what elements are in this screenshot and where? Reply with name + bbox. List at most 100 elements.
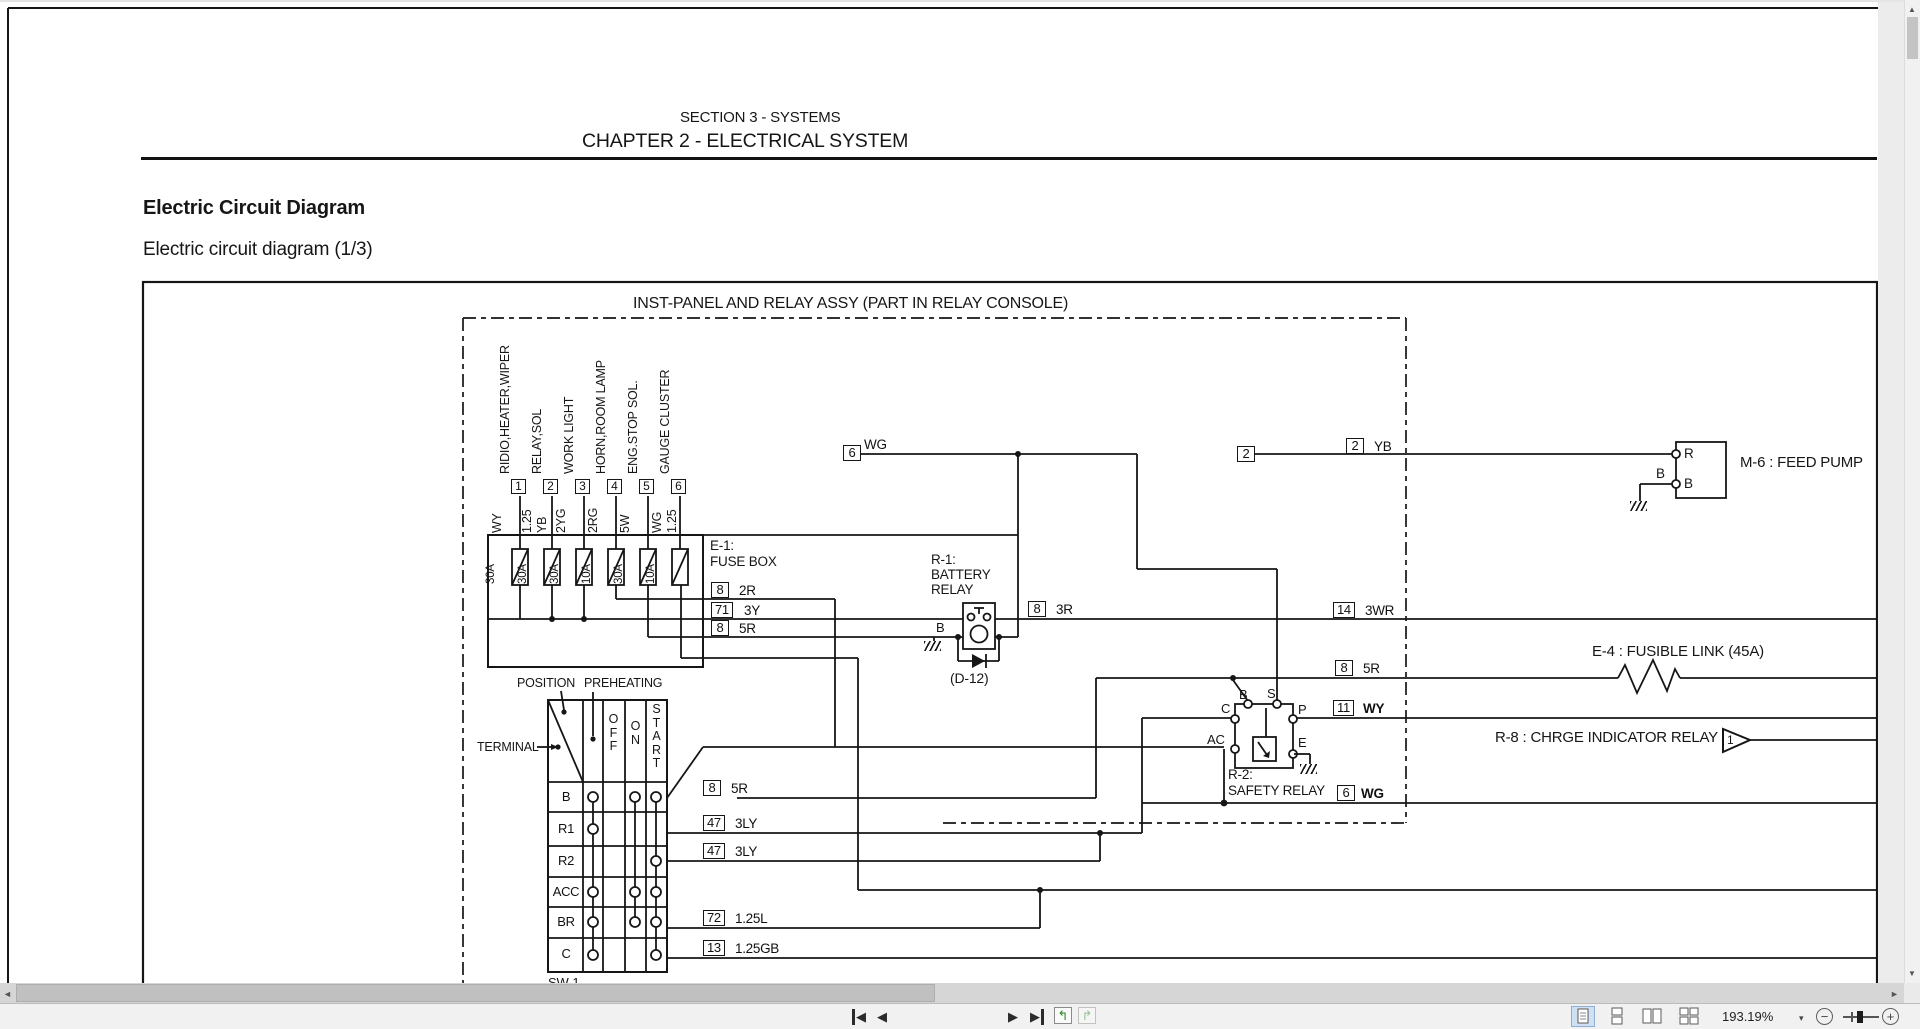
previous-page-button[interactable]: ◀ xyxy=(877,1009,887,1024)
connector-number: 6 xyxy=(1337,785,1355,801)
feed-pump-terminal-r: R xyxy=(1684,446,1694,461)
connector-number: 47 xyxy=(703,815,725,831)
connector-code: 3R xyxy=(1056,602,1073,617)
connector-number: 2 xyxy=(1237,446,1255,462)
safety-relay-terminal-p: P xyxy=(1298,702,1307,717)
wires xyxy=(488,451,1877,959)
switch-row-terminal: C xyxy=(561,946,571,961)
scroll-down-icon[interactable]: ▼ xyxy=(1908,969,1916,978)
zoom-in-button[interactable]: + xyxy=(1882,1008,1899,1025)
fuse-box-symbol xyxy=(487,534,704,668)
page-title: Electric Circuit Diagram xyxy=(143,197,365,219)
fuse-amp-rating: 10A xyxy=(581,564,593,584)
scroll-up-icon[interactable]: ▲ xyxy=(1908,5,1916,14)
switch-col-start: START xyxy=(651,702,662,770)
continuous-view-button[interactable] xyxy=(1606,1007,1628,1026)
safety-relay-terminal-c: C xyxy=(1221,701,1231,716)
vertical-scrollbar[interactable]: ▲ ▼ xyxy=(1904,0,1920,983)
position-label: POSITION xyxy=(517,676,576,690)
terminal-label: TERMINAL xyxy=(477,740,539,754)
connector-code: 5R xyxy=(731,781,748,796)
zoom-slider-tick xyxy=(1851,1012,1853,1022)
fuse-box-name: FUSE BOX xyxy=(710,554,777,569)
fuse-amp-rating: 30A xyxy=(613,564,625,584)
fuse-number: 3 xyxy=(575,479,590,494)
feed-pump-external-b: B xyxy=(1656,466,1665,481)
fuse-circuit-label: HORN,ROOM LAMP xyxy=(594,360,608,474)
horizontal-scrollbar[interactable]: ◄ ► xyxy=(0,983,1904,1003)
connector-code: 3LY xyxy=(735,844,758,859)
scroll-right-icon[interactable]: ► xyxy=(1890,989,1899,999)
first-page-button[interactable]: ◀ xyxy=(852,1009,866,1025)
ground-icon xyxy=(924,641,941,651)
section-header: SECTION 3 - SYSTEMS xyxy=(680,109,841,126)
figure-border xyxy=(141,280,1879,1029)
ground-icon xyxy=(1630,501,1647,511)
fuse-circuit-label: WORK LIGHT xyxy=(562,396,576,474)
two-page-view-button[interactable] xyxy=(1641,1007,1663,1026)
horizontal-scrollbar-thumb[interactable] xyxy=(16,984,935,1002)
fuse-circuit-label: ENG.STOP SOL. xyxy=(626,380,640,475)
fuse-box-id: E-1: xyxy=(710,538,734,553)
connector-code: WG xyxy=(864,437,887,452)
switch-row-terminal: B xyxy=(561,789,571,804)
fuse-amp-rating: 10A xyxy=(645,564,657,584)
vertical-scrollbar-thumb[interactable] xyxy=(1907,17,1918,59)
zoom-out-button[interactable]: − xyxy=(1816,1008,1833,1025)
safety-relay-name: SAFETY RELAY xyxy=(1228,783,1325,798)
scroll-left-icon[interactable]: ◄ xyxy=(3,989,12,999)
feed-pump-label: M-6 : FEED PUMP xyxy=(1740,454,1863,471)
zoom-level-value[interactable]: 193.19% xyxy=(1722,1009,1774,1024)
fuse-wire-code: 2YG xyxy=(554,508,568,533)
window-top-edge xyxy=(0,0,1920,2)
feed-pump-terminal-b: B xyxy=(1684,476,1693,491)
battery-relay-label: RELAY xyxy=(931,582,974,597)
fuse-wire-code: WG xyxy=(650,511,664,533)
console-title: INST-PANEL AND RELAY ASSY (PART IN RELAY… xyxy=(633,295,1069,312)
battery-relay-id: R-1: xyxy=(931,552,956,567)
charge-relay-connector-num: 1 xyxy=(1727,733,1734,747)
connector-number: 11 xyxy=(1333,700,1354,716)
next-view-button[interactable]: ↱ xyxy=(1078,1007,1096,1024)
switch-col-on: ON xyxy=(630,719,641,747)
connector-code: 5R xyxy=(1363,661,1380,676)
connector-code: 3LY xyxy=(735,816,758,831)
connector-number: 8 xyxy=(1335,660,1353,676)
connector-code: 1.25GB xyxy=(735,941,779,956)
previous-view-button[interactable]: ↰ xyxy=(1054,1007,1072,1024)
switch-row-terminal: BR xyxy=(557,914,575,929)
two-page-continuous-view-button[interactable] xyxy=(1678,1007,1700,1026)
page-frame xyxy=(7,7,1878,983)
connector-code: 3WR xyxy=(1365,603,1395,618)
battery-relay-diode-label: (D-12) xyxy=(950,670,989,686)
fuse-wire-code: 2RG xyxy=(586,507,600,533)
last-page-button[interactable]: ▶ xyxy=(1030,1009,1044,1025)
connector-number: 8 xyxy=(1028,601,1046,617)
switch-col-off: OFF xyxy=(608,712,619,753)
fuse-circuit-label: GAUGE CLUSTER xyxy=(658,369,672,474)
fuse-wire-code: 1.25 xyxy=(665,509,679,533)
single-page-view-button[interactable] xyxy=(1571,1006,1595,1027)
next-page-button[interactable]: ▶ xyxy=(1008,1009,1018,1024)
fuse-number: 2 xyxy=(543,479,558,494)
zoom-dropdown-caret-icon[interactable]: ▾ xyxy=(1799,1013,1804,1023)
fuse-amp-rating: 30A xyxy=(485,564,497,584)
charge-relay-connector-symbol xyxy=(1722,727,1753,754)
fuse-circuit-label: RELAY,SOL xyxy=(530,408,544,474)
fuse-amp-rating: 30A xyxy=(549,564,561,584)
fuse-wire-code: 1.25 xyxy=(520,509,534,533)
zoom-slider-handle[interactable] xyxy=(1857,1011,1863,1023)
ground-icon xyxy=(1300,764,1317,774)
connector-number: 2 xyxy=(1346,438,1364,454)
fuse-amp-rating: 30A xyxy=(517,564,529,584)
chapter-header: CHAPTER 2 - ELECTRICAL SYSTEM xyxy=(582,130,909,152)
connector-number: 8 xyxy=(711,620,729,636)
connector-code: WY xyxy=(1363,701,1385,716)
fuse-wire-code: 5W xyxy=(618,514,632,533)
safety-relay-id: R-2: xyxy=(1228,767,1253,782)
connector-number: 13 xyxy=(703,940,725,956)
connector-number: 14 xyxy=(1333,602,1355,618)
connector-number: 72 xyxy=(703,910,725,926)
charge-relay-label: R-8 : CHRGE INDICATOR RELAY xyxy=(1495,729,1718,746)
